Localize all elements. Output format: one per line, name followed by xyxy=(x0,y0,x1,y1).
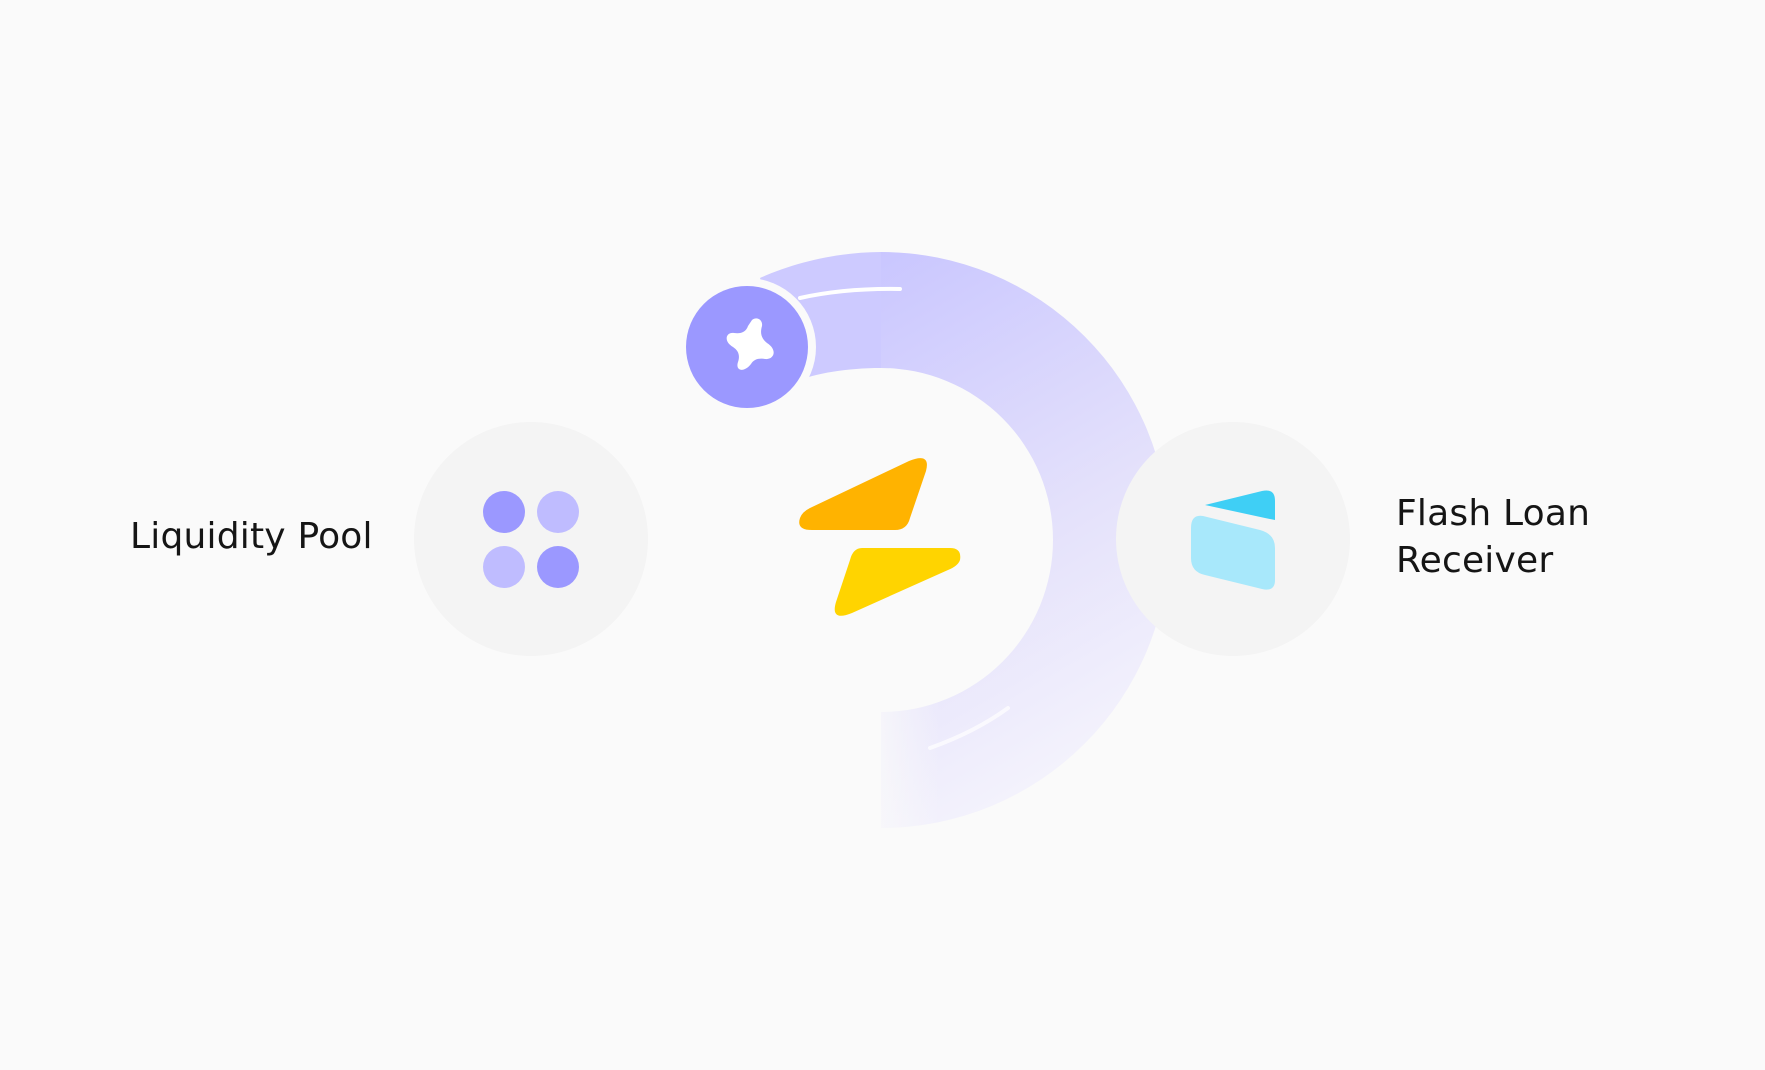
flash-loan-receiver-label-line2: Receiver xyxy=(1396,540,1554,581)
wallet-card-icon xyxy=(1191,490,1275,590)
flash-loan-receiver-label: Flash Loan Receiver xyxy=(1396,490,1590,584)
flash-loan-receiver-node xyxy=(1116,422,1350,656)
liquidity-pool-label: Liquidity Pool xyxy=(130,516,373,557)
liquidity-pool-node xyxy=(414,422,648,656)
arc-highlight-top xyxy=(798,286,902,300)
sparkle-badge xyxy=(678,278,816,416)
sparkle-star-icon xyxy=(726,318,774,370)
liquidity-pool-circle xyxy=(414,422,648,656)
flow-arc xyxy=(760,252,1169,840)
flash-loan-receiver-label-line1: Flash Loan xyxy=(1396,493,1591,534)
arc-highlight-bottom xyxy=(928,706,1010,750)
four-dots-grid-icon xyxy=(483,491,579,588)
lightning-bolt-icon xyxy=(799,458,961,616)
